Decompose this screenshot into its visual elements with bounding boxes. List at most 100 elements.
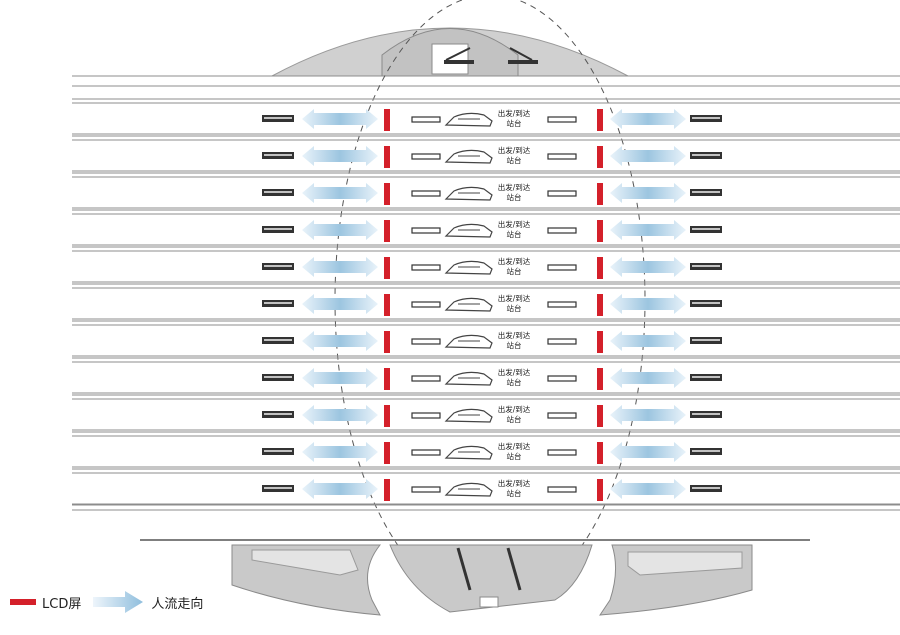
lcd-screen-right — [597, 146, 603, 168]
platform-sign-left — [411, 375, 441, 382]
flow-arrow-icon — [302, 109, 378, 129]
lcd-screen-left — [384, 368, 390, 390]
train-label-line1: 出发/到达 — [498, 182, 531, 192]
platform-sign-left — [411, 190, 441, 197]
lcd-screen-right — [597, 109, 603, 131]
platform-sign-left — [411, 301, 441, 308]
lcd-screen-left — [384, 146, 390, 168]
train-label-line1: 出发/到达 — [498, 256, 531, 266]
train-label-line2: 站台 — [507, 118, 522, 128]
platform-sign-left — [411, 486, 441, 493]
platform-sign-left — [411, 338, 441, 345]
platform-sign-left — [411, 449, 441, 456]
platform-sign-right — [547, 190, 577, 197]
flow-arrow-icon — [610, 146, 686, 166]
lcd-screen-left — [384, 220, 390, 242]
lcd-screen-right — [597, 183, 603, 205]
platform-sign-right — [547, 486, 577, 493]
flow-arrow-icon — [610, 257, 686, 277]
flow-arrow-icon — [610, 479, 686, 499]
flow-arrow-icon — [302, 368, 378, 388]
south-station-building — [231, 544, 753, 616]
train-label-line2: 站台 — [507, 266, 522, 276]
train-label-line2: 站台 — [507, 155, 522, 165]
flow-arrow-icon — [302, 146, 378, 166]
legend-lcd-label: LCD屏 — [42, 596, 82, 612]
platform-sign-right — [547, 153, 577, 160]
platform-sign-right — [547, 227, 577, 234]
platform-sign-left — [411, 412, 441, 419]
platform-sign-right — [547, 449, 577, 456]
lcd-screen-left — [384, 405, 390, 427]
train-icon — [444, 334, 493, 349]
lcd-screen-right — [597, 294, 603, 316]
lcd-screen-left — [384, 442, 390, 464]
platform-sign-left — [411, 264, 441, 271]
platform-sign-right — [547, 264, 577, 271]
platform-rows: 出发/到达站台出发/到达站台出发/到达站台出发/到达站台出发/到达站台出发/到达… — [72, 98, 900, 505]
legend: LCD屏 人流走向 — [10, 588, 203, 616]
platform-sign-left — [411, 227, 441, 234]
train-label-line1: 出发/到达 — [498, 145, 531, 155]
train-icon — [444, 371, 493, 386]
train-icon — [444, 482, 493, 497]
lcd-screen-right — [597, 220, 603, 242]
platform-sign-right — [547, 375, 577, 382]
flow-arrow-icon — [302, 183, 378, 203]
train-label-line1: 出发/到达 — [498, 404, 531, 414]
lcd-screen-right — [597, 479, 603, 501]
lcd-screen-left — [384, 183, 390, 205]
train-label-line1: 出发/到达 — [498, 219, 531, 229]
lcd-screen-left — [384, 479, 390, 501]
train-label-line1: 出发/到达 — [498, 441, 531, 451]
platform-sign-left — [411, 116, 441, 123]
north-station-building — [271, 27, 629, 77]
platform-sign-left — [411, 153, 441, 160]
legend-flow-arrow-icon — [93, 591, 144, 613]
train-label-line1: 出发/到达 — [498, 367, 531, 377]
train-label-line1: 出发/到达 — [498, 478, 531, 488]
train-icon — [444, 297, 493, 312]
flow-arrow-icon — [302, 331, 378, 351]
train-label-line2: 站台 — [507, 229, 522, 239]
lcd-screen-left — [384, 257, 390, 279]
lcd-screen-right — [597, 442, 603, 464]
legend-flow-label: 人流走向 — [151, 596, 204, 612]
train-label-line1: 出发/到达 — [498, 108, 531, 118]
train-label-line1: 出发/到达 — [498, 293, 531, 303]
train-label-line2: 站台 — [507, 303, 522, 313]
flow-arrow-icon — [302, 257, 378, 277]
train-icon — [444, 223, 493, 238]
flow-arrow-icon — [610, 405, 686, 425]
lcd-screen-right — [597, 331, 603, 353]
train-label-line2: 站台 — [507, 340, 522, 350]
train-icon — [444, 408, 493, 423]
train-icon — [444, 260, 493, 275]
platform-sign-right — [547, 301, 577, 308]
train-label-line1: 出发/到达 — [498, 330, 531, 340]
flow-arrow-icon — [610, 331, 686, 351]
flow-arrow-icon — [302, 220, 378, 240]
platform-sign-right — [547, 116, 577, 123]
flow-arrow-icon — [610, 442, 686, 462]
flow-arrow-icon — [610, 294, 686, 314]
lcd-screen-left — [384, 294, 390, 316]
train-label-line2: 站台 — [507, 377, 522, 387]
platform-sign-right — [547, 412, 577, 419]
lcd-screen-right — [597, 257, 603, 279]
lcd-screen-right — [597, 368, 603, 390]
train-label-line2: 站台 — [507, 414, 522, 424]
platform-sign-right — [547, 338, 577, 345]
